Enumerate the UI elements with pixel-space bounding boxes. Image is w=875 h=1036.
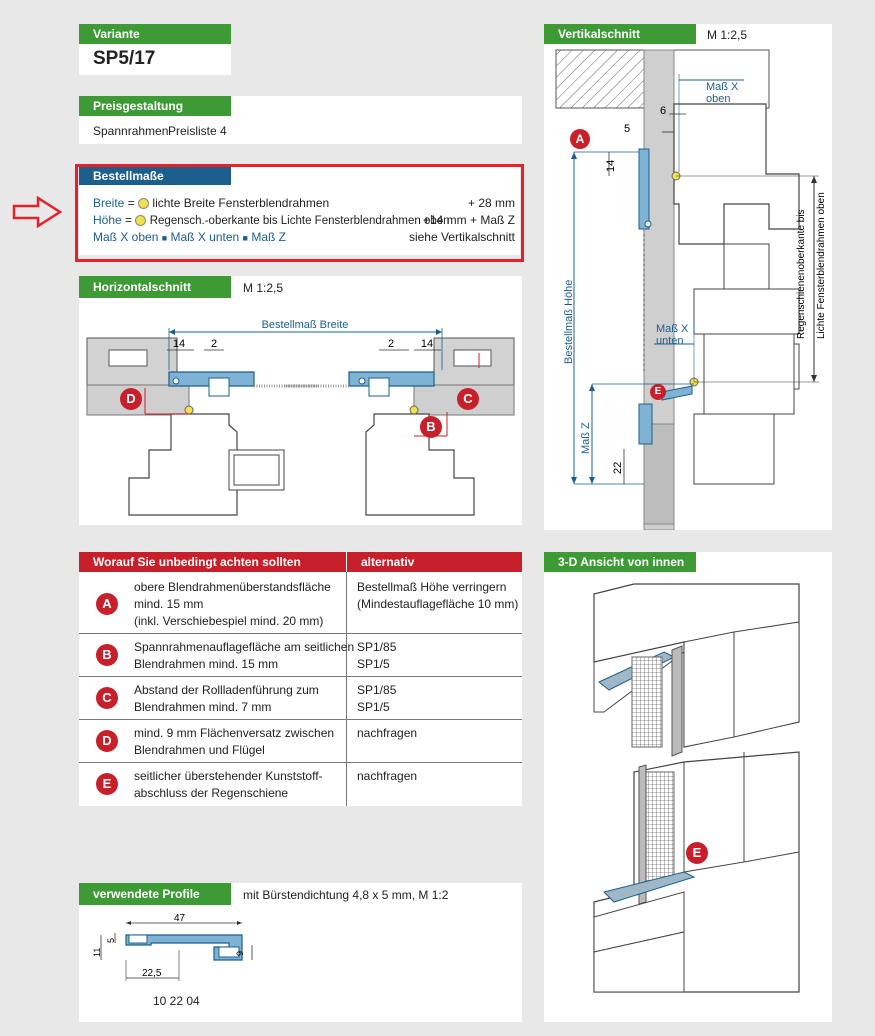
row-alt: SP1/85 SP1/5 (357, 640, 397, 671)
profile-card (79, 883, 522, 1022)
table-header-alt: alternativ (347, 552, 522, 572)
horizontal-header: Horizontalschnitt (79, 276, 231, 298)
breite-label: Breite (93, 196, 125, 210)
dim-5: 5 (624, 123, 630, 135)
row-text: mind. 9 mm Flächenversatz zwischen Blend… (134, 726, 335, 757)
dim-14: 14 (605, 160, 617, 172)
row-text: Spannrahmenauflagefläche am seitlichen B… (134, 640, 355, 671)
view3d-drawing (593, 583, 800, 993)
massx-unten-line1: Maß X (656, 323, 689, 335)
horizontal-scale: M 1:2,5 (243, 281, 284, 295)
dim-47: 47 (174, 913, 186, 924)
badge-a: A (570, 129, 590, 149)
row-text: seitlicher überstehender Kunststoff- abs… (134, 769, 323, 800)
profile-code: 10 22 04 (153, 994, 200, 1008)
dim-massz: Maß Z (580, 422, 592, 454)
vertical-header: Vertikalschnitt (544, 24, 696, 44)
square-bullet-icon: ■ (242, 233, 248, 243)
row-text: Abstand der Rollladenführung zum Blendra… (134, 683, 319, 714)
view3d-header: 3-D Ansicht von innen (544, 552, 696, 572)
dim-6: 6 (660, 105, 666, 117)
square-bullet-icon: ■ (161, 233, 168, 243)
bestell-line-2: Höhe = Regensch.-oberkante bis Lichte Fe… (93, 213, 515, 227)
row-separator (79, 762, 522, 763)
row-badge: E (96, 773, 118, 795)
preis-header: Preisgestaltung (79, 96, 231, 116)
row-alt: Bestellmaß Höhe verringern (Mindestaufla… (357, 580, 519, 611)
row-alt: SP1/85 SP1/5 (357, 683, 397, 714)
hoehe-value: +14 mm + Maß Z (422, 213, 515, 227)
vertical-section-drawing: Maß X oben 6 5 14 Maß X unten Bestellmaß… (555, 49, 827, 530)
badge-c: C (457, 388, 479, 410)
profile-drawing: 47 5 11 9 22,5 (92, 913, 253, 981)
side-label-2: Lichte Fensterblendrahmen oben (816, 192, 827, 339)
dim-11: 11 (92, 948, 102, 957)
badge-e-3d: E (686, 842, 708, 864)
row-separator (79, 676, 522, 677)
vertical-scale: M 1:2,5 (707, 28, 748, 42)
preis-text-2: Preisliste 4 (168, 124, 227, 138)
row-badge: A (96, 593, 118, 615)
dim-bestellmass-breite: Bestellmaß Breite (262, 319, 349, 331)
massx-unten-line2: unten (656, 335, 684, 347)
eq-sign: = (125, 213, 133, 227)
massx-note: siehe Vertikalschnitt (408, 230, 515, 244)
dim-22-5: 22,5 (142, 968, 162, 979)
row-separator (79, 719, 522, 720)
variante-value: SP5/17 (93, 48, 156, 69)
row-badge: D (96, 730, 118, 752)
hoehe-label: Höhe (93, 213, 122, 227)
yellow-dot-icon (138, 198, 150, 209)
row-alt: nachfragen (357, 769, 418, 783)
bestell-highlight-frame (75, 164, 524, 262)
preis-text-1: Spannrahmen (93, 124, 169, 138)
massx-oben-label: Maß X oben (93, 230, 159, 244)
breite-value: + 28 mm (467, 196, 515, 210)
dim-2-right: 2 (388, 338, 394, 350)
horizontal-section-drawing: Bestellmaß Breite 14 2 2 14 (86, 319, 515, 516)
dim-hoehe: Bestellmaß Höhe (563, 280, 575, 364)
bestell-header: Bestellmaße (79, 167, 231, 185)
row-badge: C (96, 687, 118, 709)
table-header-main: Worauf Sie unbedingt achten sollten (79, 552, 346, 572)
dim-22: 22 (612, 462, 624, 474)
bestell-line-1: Breite = lichte Breite Fensterblendrahme… (93, 196, 515, 210)
bestell-line-3: Maß X oben ■ Maß X unten ■ Maß Z siehe V… (93, 230, 515, 244)
dim-5: 5 (106, 938, 116, 943)
variante-header: Variante (79, 24, 231, 44)
dim-2-left: 2 (211, 338, 217, 350)
table-card (79, 552, 522, 806)
breite-text: lichte Breite Fensterblendrahmen (152, 196, 330, 210)
massx-unten-label: Maß X unten (170, 230, 240, 244)
table-divider (346, 572, 347, 806)
hoehe-text: Regensch.-oberkante bis Lichte Fensterbl… (149, 215, 450, 227)
profile-desc: mit Bürstendichtung 4,8 x 5 mm, M 1:2 (243, 888, 449, 902)
badge-b: B (420, 416, 442, 438)
yellow-dot-icon (135, 215, 147, 226)
massx-oben-line1: Maß X (706, 81, 739, 93)
row-alt: nachfragen (357, 726, 418, 740)
dim-9: 9 (235, 951, 245, 956)
eq-sign: = (127, 196, 135, 210)
badge-d: D (120, 388, 142, 410)
side-label-1: Regenschienenoberkante bis (796, 209, 807, 339)
massx-oben-line2: oben (706, 93, 730, 105)
row-badge: B (96, 644, 118, 666)
badge-e: E (650, 384, 666, 400)
profile-header: verwendete Profile (79, 883, 231, 905)
row-text: obere Blendrahmenüberstandsfläche mind. … (134, 580, 331, 628)
row-separator (79, 633, 522, 634)
dim-14-left: 14 (173, 338, 185, 350)
dim-14-right: 14 (421, 338, 433, 350)
massz-label: Maß Z (251, 230, 286, 244)
arrow-right-icon (12, 196, 63, 228)
